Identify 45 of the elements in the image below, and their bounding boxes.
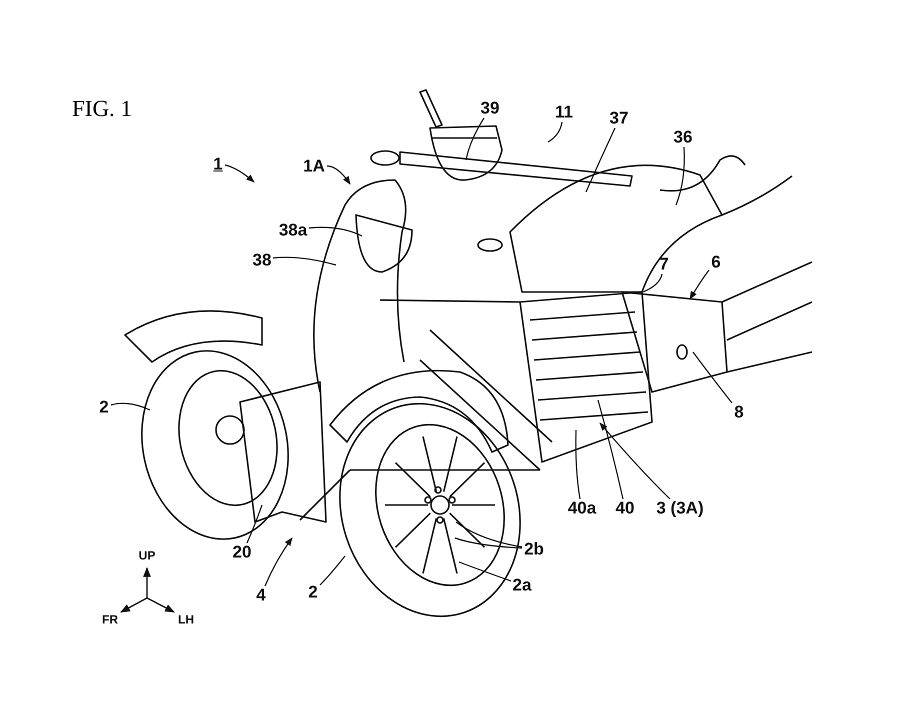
callout-number: 39	[480, 98, 500, 118]
callout-number: 37	[610, 108, 628, 128]
leader-line	[458, 561, 512, 582]
callout-number: 7	[659, 254, 669, 274]
callout-number: 2a	[512, 576, 532, 594]
callout-number: 40a	[568, 498, 596, 518]
leader-line	[264, 537, 292, 586]
callout-number: 1	[213, 154, 223, 174]
leader-line	[272, 256, 336, 266]
leader-line	[689, 270, 710, 300]
leader-line	[599, 422, 670, 500]
leader-line	[675, 146, 685, 206]
callout-number: 38	[252, 250, 272, 270]
callout-number: 2b	[524, 540, 544, 558]
callout-number: 3 (3A)	[656, 498, 704, 518]
callout-number: 36	[674, 128, 692, 146]
callout-number: 1A	[303, 156, 325, 176]
leader-line	[548, 122, 563, 142]
direction-label: UP	[138, 548, 156, 564]
callout-number: 20	[232, 542, 252, 562]
leader-line	[642, 274, 663, 293]
leader-line	[326, 165, 350, 185]
callout-number: 38a	[278, 220, 308, 240]
callout-number: 4	[256, 586, 266, 604]
callout-number: 11	[555, 102, 573, 122]
callout-number: 2	[308, 582, 318, 602]
callout-number: 8	[734, 402, 744, 422]
leader-line	[454, 537, 522, 549]
direction-label: FR	[102, 612, 118, 628]
leader-line	[224, 164, 255, 183]
leader-line	[465, 118, 485, 160]
figure-title: FIG. 1	[72, 96, 132, 122]
leader-line	[585, 128, 616, 192]
leader-line	[456, 522, 522, 548]
callout-number: 2	[99, 398, 109, 416]
direction-label: LH	[178, 612, 194, 628]
leader-line	[597, 400, 624, 500]
leader-line	[110, 402, 150, 411]
leader-line	[246, 504, 263, 544]
callout-number: 6	[711, 252, 721, 272]
leader-line	[320, 556, 346, 586]
callout-number: 40	[616, 498, 634, 518]
leader-line	[575, 430, 581, 500]
leader-line	[308, 226, 362, 237]
leader-line	[692, 352, 732, 404]
